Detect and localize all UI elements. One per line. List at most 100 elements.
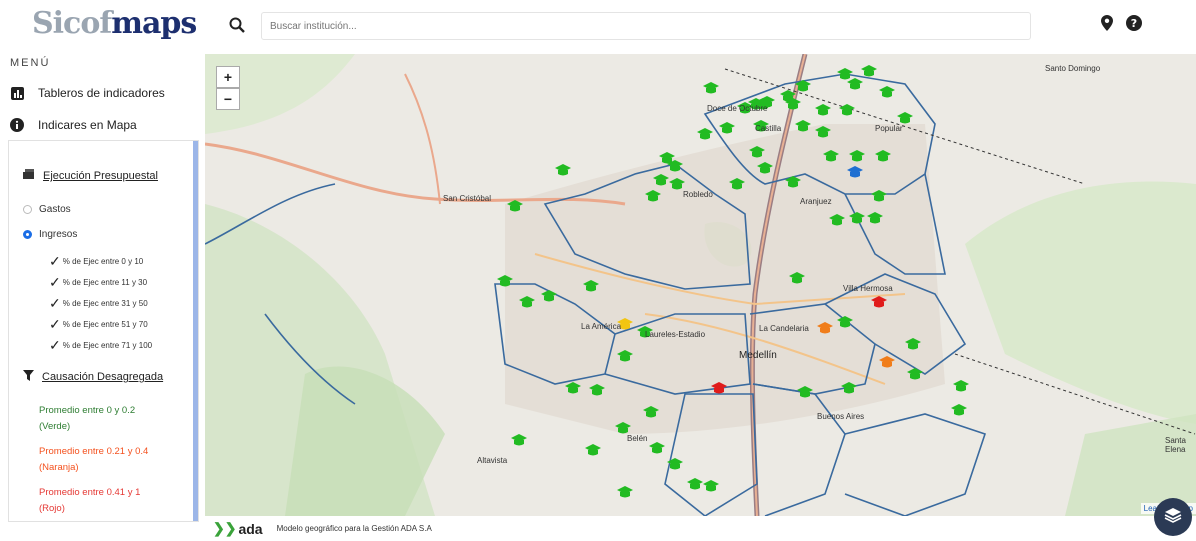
- check-label: % de Ejec entre 51 y 70: [62, 320, 148, 329]
- panel-scrollbar[interactable]: [193, 141, 198, 521]
- layers-button[interactable]: [1154, 498, 1192, 536]
- green-institution-marker[interactable]: [703, 480, 719, 492]
- green-institution-marker[interactable]: [951, 404, 967, 416]
- place-label: La Candelaria: [759, 324, 809, 333]
- section-budget-execution[interactable]: Ejecución Presupuestal: [23, 169, 158, 183]
- radio-gastos[interactable]: Gastos: [23, 204, 71, 215]
- green-institution-marker[interactable]: [897, 112, 913, 124]
- green-institution-marker[interactable]: [583, 280, 599, 292]
- green-institution-marker[interactable]: [719, 122, 735, 134]
- place-label: Belén: [627, 434, 648, 443]
- app-logo[interactable]: Sicofmaps: [32, 6, 197, 41]
- check-item[interactable]: ✓% de Ejec entre 51 y 70: [49, 316, 148, 333]
- green-institution-marker[interactable]: [749, 146, 765, 158]
- green-institution-marker[interactable]: [879, 86, 895, 98]
- green-institution-marker[interactable]: [643, 406, 659, 418]
- section-title: Causación Desagregada: [42, 371, 164, 383]
- help-icon[interactable]: ?: [1126, 15, 1142, 36]
- green-institution-marker[interactable]: [837, 68, 853, 80]
- check-item[interactable]: ✓% de Ejec entre 0 y 10: [49, 253, 143, 270]
- green-institution-marker[interactable]: [861, 65, 877, 77]
- orange-institution-marker[interactable]: [879, 356, 895, 368]
- green-institution-marker[interactable]: [953, 380, 969, 392]
- green-institution-marker[interactable]: [797, 386, 813, 398]
- green-institution-marker[interactable]: [617, 350, 633, 362]
- green-institution-marker[interactable]: [511, 434, 527, 446]
- check-item[interactable]: ✓% de Ejec entre 71 y 100: [49, 337, 152, 354]
- green-institution-marker[interactable]: [849, 212, 865, 224]
- green-institution-marker[interactable]: [867, 212, 883, 224]
- green-institution-marker[interactable]: [737, 102, 753, 114]
- search-input[interactable]: [261, 12, 1031, 40]
- section-causacion[interactable]: Causación Desagregada: [23, 370, 163, 384]
- orange-institution-marker[interactable]: [817, 322, 833, 334]
- green-institution-marker[interactable]: [849, 150, 865, 162]
- green-institution-marker[interactable]: [667, 160, 683, 172]
- blue-institution-marker[interactable]: [847, 166, 863, 178]
- green-institution-marker[interactable]: [645, 190, 661, 202]
- green-institution-marker[interactable]: [729, 178, 745, 190]
- green-institution-marker[interactable]: [753, 120, 769, 132]
- green-institution-marker[interactable]: [841, 382, 857, 394]
- menu-item-dashboards[interactable]: Tableros de indicadores: [10, 82, 165, 104]
- place-label: La América: [581, 322, 622, 331]
- red-institution-marker[interactable]: [871, 296, 887, 308]
- green-institution-marker[interactable]: [839, 104, 855, 116]
- green-institution-marker[interactable]: [653, 174, 669, 186]
- green-institution-marker[interactable]: [847, 78, 863, 90]
- zoom-out-button[interactable]: −: [216, 88, 240, 110]
- zoom-in-button[interactable]: +: [216, 66, 240, 88]
- ada-logo: ❯❯ada: [213, 520, 263, 537]
- red-institution-marker[interactable]: [711, 382, 727, 394]
- menu-item-map-indicators[interactable]: Indicares en Mapa: [10, 114, 137, 136]
- green-institution-marker[interactable]: [541, 290, 557, 302]
- map-canvas[interactable]: San Cristóbal Robledo Aranjuez Doce de O…: [205, 54, 1196, 516]
- green-institution-marker[interactable]: [687, 478, 703, 490]
- green-institution-marker[interactable]: [907, 368, 923, 380]
- green-institution-marker[interactable]: [703, 82, 719, 94]
- place-label: Popular: [875, 124, 903, 133]
- search-icon[interactable]: [229, 17, 245, 38]
- green-institution-marker[interactable]: [829, 214, 845, 226]
- green-institution-marker[interactable]: [507, 200, 523, 212]
- green-institution-marker[interactable]: [815, 126, 831, 138]
- green-institution-marker[interactable]: [757, 162, 773, 174]
- green-institution-marker[interactable]: [615, 422, 631, 434]
- green-institution-marker[interactable]: [823, 150, 839, 162]
- logo-part2: maps: [111, 6, 197, 41]
- green-institution-marker[interactable]: [815, 104, 831, 116]
- green-institution-marker[interactable]: [669, 178, 685, 190]
- location-pin-icon[interactable]: [1101, 15, 1113, 36]
- green-institution-marker[interactable]: [905, 338, 921, 350]
- legend-text: Promedio entre 0 y 0.2: [39, 405, 136, 416]
- green-institution-marker[interactable]: [759, 96, 775, 108]
- green-institution-marker[interactable]: [697, 128, 713, 140]
- svg-text:?: ?: [1131, 17, 1137, 30]
- check-item[interactable]: ✓% de Ejec entre 31 y 50: [49, 295, 148, 312]
- legend-text: (Naranja): [39, 462, 79, 473]
- green-institution-marker[interactable]: [519, 296, 535, 308]
- green-institution-marker[interactable]: [795, 80, 811, 92]
- radio-dot: [23, 205, 32, 214]
- radio-ingresos[interactable]: Ingresos: [23, 229, 77, 240]
- green-institution-marker[interactable]: [617, 486, 633, 498]
- green-institution-marker[interactable]: [637, 326, 653, 338]
- checkmark-icon: ✓: [49, 337, 61, 353]
- green-institution-marker[interactable]: [565, 382, 581, 394]
- green-institution-marker[interactable]: [875, 150, 891, 162]
- green-institution-marker[interactable]: [649, 442, 665, 454]
- yellow-institution-marker[interactable]: [617, 318, 633, 330]
- green-institution-marker[interactable]: [589, 384, 605, 396]
- green-institution-marker[interactable]: [659, 152, 675, 164]
- green-institution-marker[interactable]: [555, 164, 571, 176]
- green-institution-marker[interactable]: [789, 272, 805, 284]
- green-institution-marker[interactable]: [871, 190, 887, 202]
- green-institution-marker[interactable]: [785, 176, 801, 188]
- green-institution-marker[interactable]: [667, 458, 683, 470]
- green-institution-marker[interactable]: [585, 444, 601, 456]
- green-institution-marker[interactable]: [497, 275, 513, 287]
- green-institution-marker[interactable]: [785, 98, 801, 110]
- green-institution-marker[interactable]: [837, 316, 853, 328]
- green-institution-marker[interactable]: [795, 120, 811, 132]
- check-item[interactable]: ✓% de Ejec entre 11 y 30: [49, 274, 147, 291]
